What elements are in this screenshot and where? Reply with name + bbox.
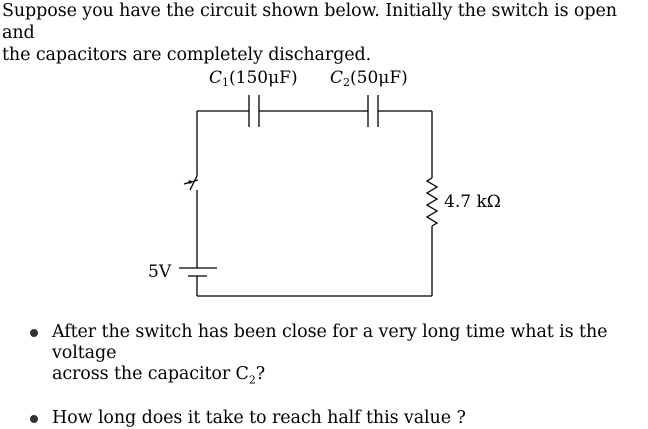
bullet-dot <box>30 414 38 423</box>
capacitor-c2-label: C2(50μF) <box>330 68 408 89</box>
question-1: After the switch has been close for a ve… <box>24 322 646 391</box>
bullet-dot <box>30 329 38 337</box>
resistor-label: 4.7 kΩ <box>444 192 501 212</box>
switch-pivot <box>188 180 192 184</box>
problem-intro: Suppose you have the circuit shown below… <box>2 0 646 66</box>
intro-line-1: Suppose you have the circuit shown below… <box>2 1 617 43</box>
capacitor-c1-label: C1(150μF) <box>209 68 298 89</box>
intro-line-2: the capacitors are completely discharged… <box>2 45 372 65</box>
question-2-text: How long does it take to reach half this… <box>52 407 466 428</box>
circuit-diagram: C1(150μF) C2(50μF) 4.7 kΩ 5V <box>148 68 501 297</box>
voltage-source-label: 5V <box>148 262 172 282</box>
question-1-line-2: across the capacitor C2? <box>52 364 266 387</box>
resistor-zigzag <box>425 177 439 227</box>
question-2: How long does it take to reach half this… <box>24 408 646 429</box>
switch-lever <box>189 175 198 191</box>
question-1-line-1: After the switch has been close for a ve… <box>52 322 608 363</box>
